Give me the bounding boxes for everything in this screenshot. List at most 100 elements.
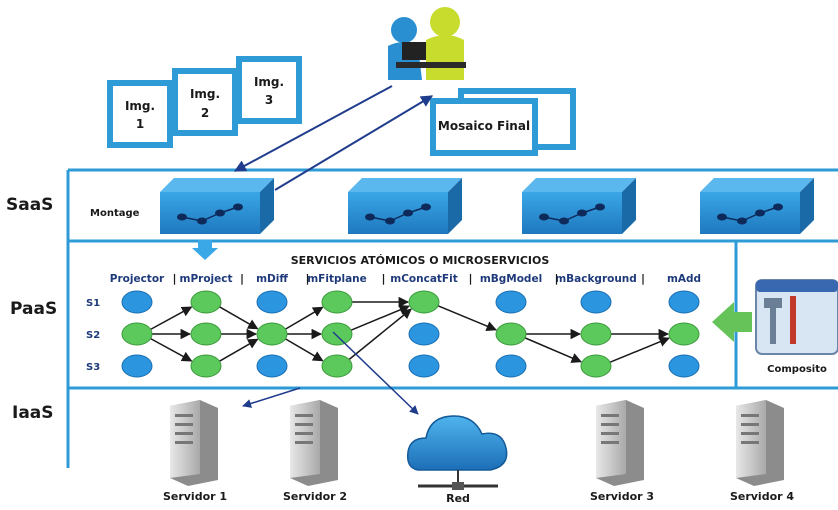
workflow-edge <box>150 337 193 362</box>
workflow-edge <box>285 306 324 330</box>
active-service-node <box>668 322 700 346</box>
workflow-edge <box>150 306 193 331</box>
idle-service-node <box>580 290 612 314</box>
idle-service-node <box>121 354 153 378</box>
image-1-label: Img. <box>125 99 155 113</box>
idle-service-node <box>256 354 288 378</box>
svg-text:1: 1 <box>136 117 144 131</box>
column-separator: | <box>554 272 558 285</box>
workflow-edge <box>350 304 410 331</box>
workflow-edge <box>219 306 259 330</box>
active-service-node <box>321 354 353 378</box>
row-label-s2: S2 <box>86 330 100 341</box>
server-1-label: Servidor 1 <box>163 490 227 503</box>
paas-label: PaaS <box>10 299 57 319</box>
arrow-montage-to-mosaic <box>274 95 434 191</box>
arrow-to-network <box>332 331 419 415</box>
active-service-node <box>190 354 222 378</box>
saas-service-cube <box>700 178 814 234</box>
server-3-icon <box>596 400 644 486</box>
column-separator: | <box>240 272 244 285</box>
image-card-2: Img. 2 <box>172 68 238 136</box>
workflow-edges <box>150 296 670 363</box>
infrastructure <box>170 400 784 490</box>
column-separator: | <box>305 272 309 285</box>
workflow-edge <box>219 338 259 362</box>
network-cloud-icon <box>406 415 508 490</box>
workflow-edge <box>524 337 582 363</box>
column-label-madd: mAdd <box>667 273 701 285</box>
active-service-node <box>321 290 353 314</box>
workflow-edge <box>437 305 497 332</box>
idle-service-node <box>495 290 527 314</box>
row-label-s3: S3 <box>86 362 100 373</box>
svg-text:3: 3 <box>265 93 273 107</box>
image-2-label: Img. <box>190 87 220 101</box>
composer-tool: Composito <box>712 279 838 375</box>
column-separator: | <box>468 272 472 285</box>
saas-label: SaaS <box>6 195 53 215</box>
column-label-mdiff: mDiff <box>256 273 288 285</box>
saas-service-cube <box>348 178 462 234</box>
server-1-icon <box>170 400 218 486</box>
column-label-mproject: mProject <box>180 273 233 285</box>
server-2-icon <box>290 400 338 486</box>
active-service-node <box>408 290 440 314</box>
active-service-node <box>580 322 612 346</box>
active-service-node <box>256 322 288 346</box>
active-service-node <box>321 322 353 346</box>
server-4-icon <box>736 400 784 486</box>
active-service-node <box>495 322 527 346</box>
idle-service-node <box>668 290 700 314</box>
image-card-1: Img. 1 <box>107 80 173 148</box>
idle-service-node <box>408 322 440 346</box>
input-images: Img. 1 Img. 2 Img. 3 <box>107 56 302 148</box>
composer-arrow <box>712 302 752 342</box>
workflow-edge <box>348 308 412 361</box>
server-2-label: Servidor 2 <box>283 490 347 503</box>
iaas-label: IaaS <box>12 403 54 423</box>
idle-service-node <box>408 354 440 378</box>
workflow-nodes <box>121 290 700 378</box>
montage-down-arrow <box>192 240 218 260</box>
active-service-node <box>190 290 222 314</box>
image-3-label: Img. <box>254 75 284 89</box>
arrow-to-server-1 <box>242 387 301 408</box>
server-4-label: Servidor 4 <box>730 490 794 503</box>
row-label-s1: S1 <box>86 298 100 309</box>
server-3-label: Servidor 3 <box>590 490 654 503</box>
montage-label: Montage <box>90 208 140 219</box>
workflow-edge <box>285 338 324 362</box>
network-label: Red <box>446 492 470 505</box>
workflow-edge <box>609 336 670 363</box>
column-label-mbackground: mBackground <box>555 273 637 285</box>
composer-label: Composito <box>767 364 827 375</box>
column-label-mfitplane: mFitplane <box>307 273 367 285</box>
final-mosaic: Mosaico Final <box>430 88 576 156</box>
image-card-3: Img. 3 <box>236 56 302 124</box>
idle-service-node <box>256 290 288 314</box>
column-label-mbgmodel: mBgModel <box>480 273 542 285</box>
active-service-node <box>121 322 153 346</box>
active-service-node <box>580 354 612 378</box>
saas-service-cube <box>522 178 636 234</box>
idle-service-node <box>121 290 153 314</box>
column-separator: | <box>641 272 645 285</box>
arrow-user-to-montage <box>233 85 393 172</box>
saas-services <box>160 178 814 234</box>
column-label-projector: Projector <box>110 273 165 285</box>
column-separator: | <box>381 272 385 285</box>
montage-service-cube <box>160 178 274 234</box>
svg-text:2: 2 <box>201 106 209 120</box>
final-mosaic-label: Mosaico Final <box>438 119 530 133</box>
idle-service-node <box>495 354 527 378</box>
users-icon <box>388 7 466 80</box>
active-service-node <box>190 322 222 346</box>
microservices-title: SERVICIOS ATÓMICOS O MICROSERVICIOS <box>291 254 550 267</box>
column-label-mconcatfit: mConcatFit <box>390 273 457 285</box>
idle-service-node <box>668 354 700 378</box>
